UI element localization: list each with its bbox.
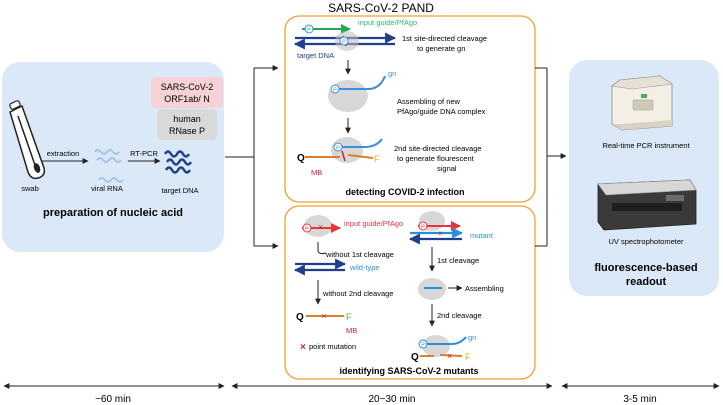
svg-text:P: P	[421, 343, 425, 349]
final-fluorophore-label: F	[465, 352, 471, 362]
detection-caption: detecting COVID-2 infection	[345, 187, 464, 197]
mutant-label: mutant	[470, 231, 494, 240]
step2-line2: to generate flourescent	[397, 154, 475, 163]
human-control-line2: RNase P	[169, 126, 205, 136]
svg-text:P: P	[305, 227, 309, 233]
uv-spectrophotometer-icon	[597, 179, 697, 231]
assembling-label: Assembling	[465, 284, 504, 293]
molecular-beacon-right	[347, 154, 374, 159]
swab-icon	[9, 100, 46, 180]
pfago-input-icon	[304, 215, 332, 237]
svg-text:×: ×	[318, 222, 323, 232]
mutant-quencher-label: Q	[296, 312, 304, 323]
mutant-panel-border	[284, 205, 536, 380]
without-2nd-label: without 2nd cleavage	[322, 289, 393, 298]
quencher-label: Q	[297, 153, 305, 164]
mb-label: MB	[311, 168, 322, 177]
mutant-input-guide-label: input guide/PfAgo	[344, 219, 403, 228]
first-cleavage-label: 1st cleavage	[437, 256, 479, 265]
readout-panel: Real-time PCR instrument UV spectrophoto…	[569, 60, 719, 296]
mutant-gn-label: gn	[468, 333, 476, 342]
without-1st-label: without 1st cleavage	[325, 250, 394, 259]
extraction-label: extraction	[47, 149, 80, 158]
mutant-caption: identifying SARS-CoV-2 mutants	[339, 366, 478, 376]
wild-type-label: wild-type	[349, 263, 380, 272]
svg-text:P: P	[342, 40, 346, 46]
preparation-panel: swab extraction viral RNA RT-PCR target …	[2, 62, 224, 252]
swab-label: swab	[21, 184, 39, 193]
svg-text:P: P	[336, 146, 340, 152]
human-control-box	[157, 109, 217, 140]
viral-rna-icon	[94, 149, 124, 183]
second-cleavage-label: 2nd cleavage	[437, 311, 482, 320]
timeline: ~60 min 20~30 min 3-5 min	[3, 383, 720, 405]
gn-strand	[339, 75, 386, 90]
svg-text:×: ×	[447, 351, 452, 361]
diagram-title: SARS-CoV-2 PAND	[328, 1, 434, 15]
sars-target-line2: ORF1ab/ N	[164, 94, 210, 104]
timeline-readout-label: 3-5 min	[623, 394, 656, 405]
step2-line3: signal	[437, 164, 457, 173]
mutant-fluorophore-label: F	[346, 312, 352, 322]
preparation-caption: preparation of nucleic acid	[43, 207, 183, 219]
pcr-label: Real-time PCR instrument	[602, 141, 690, 150]
target-dna-label: target DNA	[161, 186, 198, 195]
step1-line1: 1st site-directed cleavage	[402, 34, 487, 43]
readout-caption-line2: readout	[626, 276, 667, 288]
viral-rna-label: viral RNA	[91, 184, 123, 193]
step1-line2: to generate gn	[417, 44, 465, 53]
sars-target-box	[151, 77, 223, 108]
svg-text:×: ×	[438, 229, 443, 238]
input-guide-label: input guide/PfAgo	[358, 18, 417, 27]
mutant-mb-label: MB	[346, 326, 357, 335]
target-dna-tag: target DNA	[297, 51, 334, 60]
sars-target-line1: SARS-CoV-2	[161, 82, 214, 92]
rt-pcr-label: RT-PCR	[130, 149, 158, 158]
svg-text:P: P	[333, 88, 337, 94]
gn-label: gn	[388, 69, 396, 78]
timeline-prep-label: ~60 min	[95, 394, 131, 405]
readout-panel-bg	[569, 60, 719, 296]
human-control-line1: human	[173, 114, 201, 124]
pfago-final-icon	[422, 335, 450, 357]
timeline-pand-label: 20~30 min	[369, 394, 416, 405]
pcr-instrument-icon	[611, 75, 673, 131]
detection-panel: P input guide/PfAgo P target DNA 1st sit…	[284, 15, 536, 203]
flow-connectors-left	[225, 65, 279, 249]
svg-text:×: ×	[321, 311, 326, 321]
assembly-line1: Assembling of new	[397, 97, 461, 106]
step2-line1: 2nd site-directed cleavage	[394, 144, 482, 153]
uv-label: UV spectrophotometer	[608, 237, 684, 246]
assembly-line2: PfAgo/guide DNA complex	[397, 107, 486, 116]
svg-text:P: P	[421, 225, 425, 231]
target-dna-icon	[163, 150, 193, 174]
mutant-panel: P × input guide/PfAgo without 1st cleava…	[284, 205, 536, 380]
svg-text:P: P	[307, 28, 311, 34]
flow-connectors-right	[535, 67, 567, 247]
phosphate-icon	[304, 24, 314, 34]
final-quencher-label: Q	[411, 352, 419, 363]
point-mutation-icon: ×	[300, 342, 306, 353]
readout-caption-line1: fluorescence-based	[594, 262, 697, 274]
point-mutation-label: point mutation	[309, 342, 356, 351]
fluorophore-label: F	[374, 154, 380, 164]
